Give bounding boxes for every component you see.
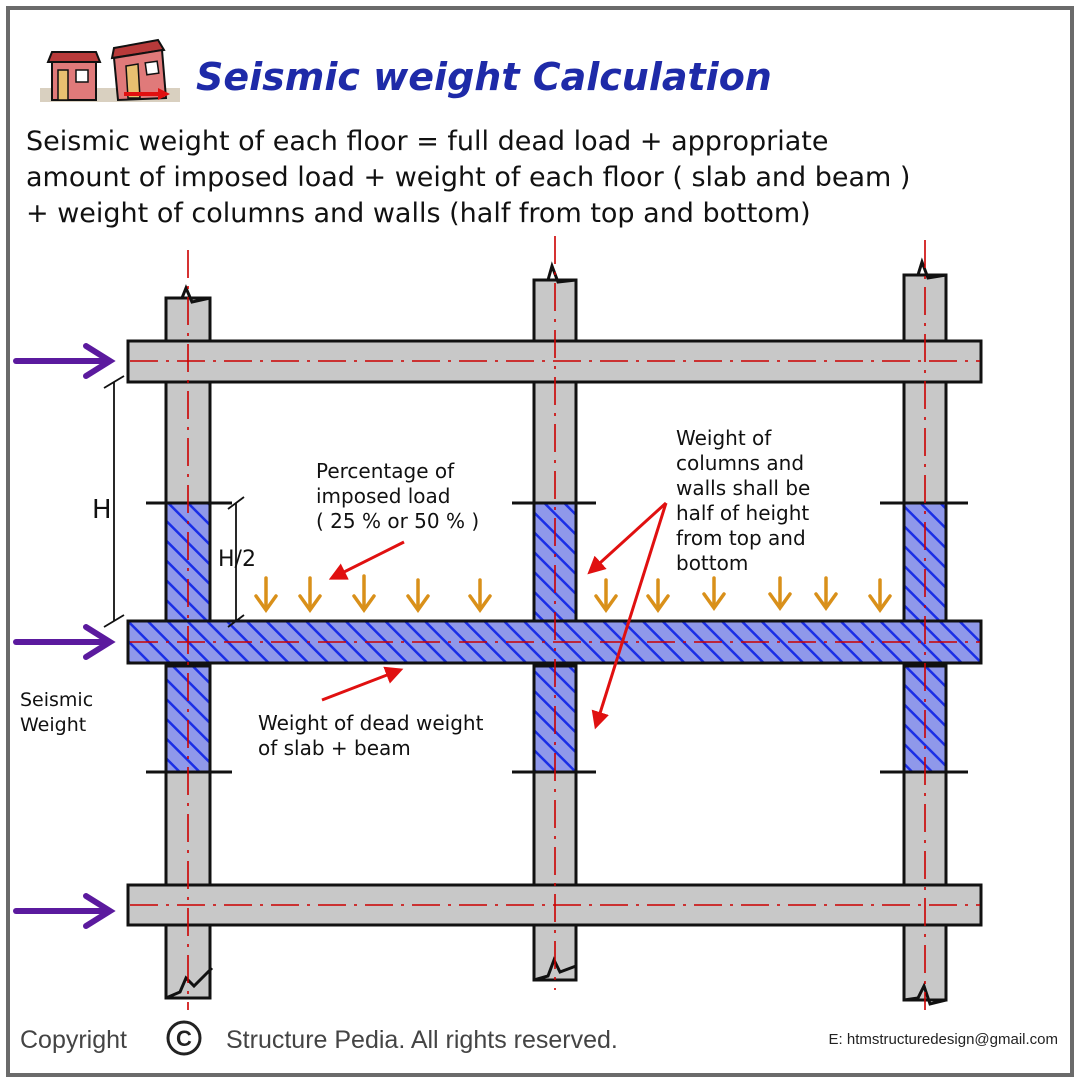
imposed-load-arrows	[254, 574, 892, 614]
annotation-dead-weight: Weight of dead weight of slab + beam	[258, 711, 484, 760]
seismic-force-arrows	[13, 343, 116, 929]
diagram-title: Seismic weight Calculation	[196, 55, 772, 99]
seismic-arrow-top	[13, 343, 116, 379]
svg-text:half of height: half of height	[676, 501, 809, 525]
definition-line-3: + weight of columns and walls (half from…	[26, 198, 811, 229]
load-arrow	[594, 578, 618, 614]
load-arrow	[406, 578, 430, 614]
load-arrow	[254, 576, 278, 614]
centerlines	[130, 236, 980, 1010]
load-arrow	[768, 576, 792, 612]
load-arrow	[298, 576, 322, 614]
annotation-columns-walls: Weight of columns and walls shall be hal…	[676, 426, 810, 575]
storey-height-label: H	[92, 495, 112, 525]
svg-text:columns and: columns and	[676, 451, 804, 475]
svg-text:C: C	[176, 1026, 192, 1051]
svg-text:from top and: from top and	[676, 526, 806, 550]
copyright-icon: C	[166, 1020, 202, 1056]
pointer-columns-upper	[587, 501, 668, 575]
svg-text:Weight: Weight	[20, 714, 86, 736]
svg-text:Seismic: Seismic	[20, 689, 93, 711]
copyright-word: Copyright	[20, 1026, 127, 1054]
load-arrow	[646, 578, 670, 614]
annotation-imposed-load: Percentage of imposed load ( 25 % or 50 …	[316, 459, 479, 533]
svg-text:imposed load: imposed load	[316, 484, 451, 508]
seismic-arrow-bottom	[13, 893, 116, 929]
load-arrow	[702, 576, 726, 612]
house-icon	[40, 38, 180, 102]
load-arrow	[352, 574, 376, 614]
pointer-arrows	[321, 501, 668, 730]
svg-text:Weight of: Weight of	[676, 426, 772, 450]
svg-text:Percentage of: Percentage of	[316, 459, 455, 483]
contact-email: E: htmstructuredesign@gmail.com	[829, 1031, 1058, 1048]
svg-text:Weight of dead weight: Weight of dead weight	[258, 711, 484, 735]
definition-line-2: amount of imposed load + weight of each …	[26, 162, 910, 193]
load-arrow	[814, 576, 838, 612]
mid-height-ticks	[146, 501, 968, 774]
svg-text:of slab + beam: of slab + beam	[258, 736, 411, 760]
annotation-seismic-weight: Seismic Weight	[20, 689, 93, 736]
svg-text:bottom: bottom	[676, 551, 748, 575]
pointer-imposed-load	[328, 540, 405, 580]
half-height-label: H/2	[218, 547, 256, 572]
pointer-columns-lower	[591, 502, 668, 730]
rights-text: Structure Pedia. All rights reserved.	[226, 1026, 618, 1054]
pointer-dead-weight	[321, 666, 404, 702]
seismic-arrow-middle	[13, 624, 116, 660]
load-arrow	[868, 578, 892, 614]
page-frame	[6, 6, 1074, 1077]
load-arrow	[468, 578, 492, 614]
svg-text:( 25 % or 50 % ): ( 25 % or 50 % )	[316, 509, 479, 533]
definition-line-1: Seismic weight of each floor = full dead…	[26, 126, 828, 157]
dimension-lines	[103, 375, 245, 628]
svg-text:walls shall be: walls shall be	[676, 476, 810, 500]
